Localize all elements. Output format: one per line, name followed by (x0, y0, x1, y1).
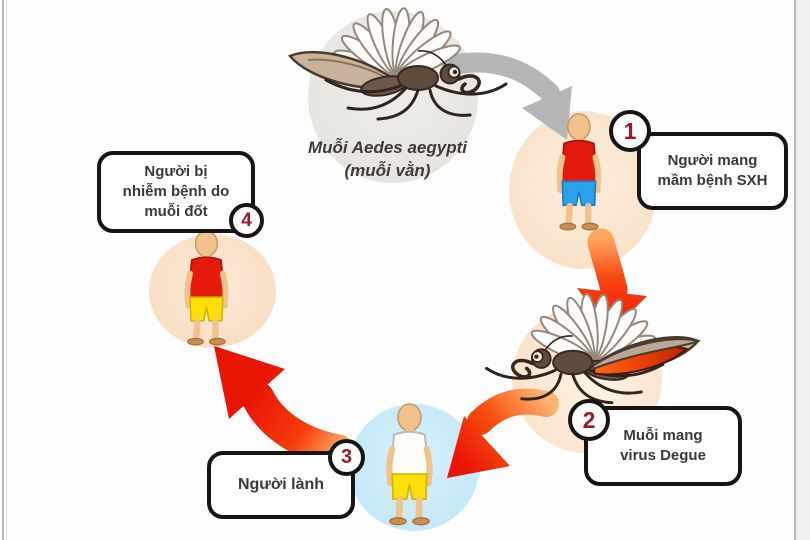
step-badge-1: 1 (609, 110, 651, 152)
label-box-infected-person: Người bị nhiễm bệnh do muỗi đốt (97, 151, 255, 233)
mosquito-caption-line1: Muỗi Aedes aegypti (307, 138, 467, 157)
mosquito-caption-line2: (muỗi vằn) (344, 160, 431, 180)
step-number: 3 (340, 446, 353, 468)
step-number: 1 (623, 117, 637, 144)
step-badge-3: 3 (328, 439, 365, 476)
label-box-person-carrier: Người mang mầm bệnh SXH (637, 132, 788, 210)
mosquito-caption: Muỗi Aedes aegypti (muỗi vằn) (280, 137, 495, 183)
left-border-line (2, 0, 4, 540)
right-margin-strip (796, 0, 810, 540)
mosquito-infected-illustration (484, 291, 701, 405)
right-border-line (794, 0, 796, 540)
label-line: Người mang (667, 152, 758, 170)
label-line: mầm bệnh SXH (657, 172, 768, 189)
step-badge-4: 4 (229, 203, 264, 238)
person-4-infected (169, 230, 242, 348)
person-3-healthy (370, 403, 447, 528)
label-line: virus Degue (620, 447, 706, 464)
step-number: 4 (241, 209, 252, 231)
person-1-carrier (541, 113, 615, 233)
arrow-person3-to-person4 (214, 346, 355, 468)
label-line: Người bị (144, 163, 208, 181)
mosquito-aedes-illustration (288, 5, 508, 121)
label-box-mosquito-virus: Muỗi mang virus Degue (584, 406, 742, 486)
label-line: muỗi đốt (144, 202, 208, 220)
step-number: 2 (582, 406, 596, 433)
label-line: Muỗi mang (623, 427, 703, 445)
label-line: Người lành (237, 476, 325, 494)
left-border-line-inner (6, 0, 7, 540)
step-badge-2: 2 (568, 399, 610, 441)
label-line: nhiễm bệnh do (122, 183, 230, 201)
